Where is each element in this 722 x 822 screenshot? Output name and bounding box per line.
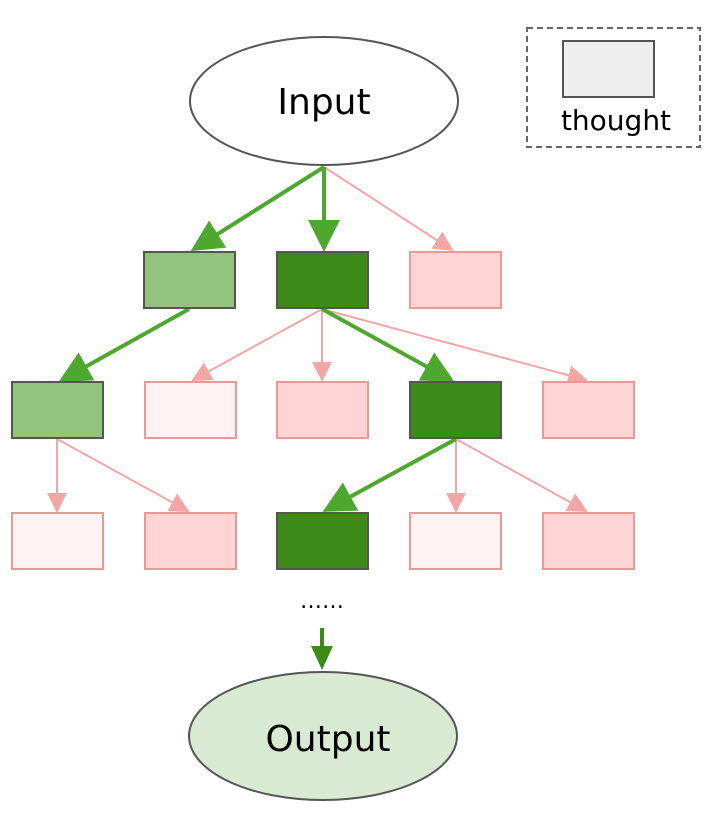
thought-l2b (144, 381, 237, 439)
thought-l1a (143, 251, 236, 309)
thought-l3b (144, 512, 237, 570)
input-label: Input (277, 82, 370, 123)
output-label: Output (265, 719, 390, 760)
legend-thought-swatch (562, 40, 655, 98)
continuation-ellipsis: …… (300, 589, 344, 614)
edge-input-to-l1c (323, 166, 454, 252)
edge-l2d-to-l3c (322, 437, 457, 512)
edge-l2a-to-l3b (56, 438, 190, 512)
output-node: Output (188, 671, 458, 801)
legend: thought (526, 27, 701, 148)
edge-l1b-to-l2d (321, 307, 455, 382)
thought-level-3 (11, 512, 635, 570)
edge-l1b-to-l2e (321, 308, 588, 385)
output-arrow (311, 628, 333, 670)
thought-l2d (409, 381, 502, 439)
rejected-edges (47, 166, 588, 513)
edge-l1b-to-l2b (191, 308, 323, 381)
thought-l1c (409, 251, 502, 309)
thought-l3e (542, 512, 635, 570)
thought-l3d (409, 512, 502, 570)
thought-l3c (276, 512, 369, 570)
edge-l2d-to-l3e (455, 438, 588, 512)
selected-edges (58, 165, 457, 512)
edge-l1a-to-l2a (58, 307, 190, 382)
thought-l2e (542, 381, 635, 439)
thought-level-1 (143, 251, 502, 309)
thought-l2c (276, 381, 369, 439)
input-node: Input (189, 36, 459, 166)
thought-l3a (11, 512, 104, 570)
legend-label: thought (561, 104, 671, 137)
thought-l2a (11, 381, 104, 439)
thought-level-2 (11, 381, 635, 439)
input-ellipse (189, 36, 459, 166)
edge-input-to-l1a (190, 165, 326, 252)
thought-l1b (276, 251, 369, 309)
legend-box (526, 27, 701, 148)
output-ellipse (188, 671, 458, 801)
